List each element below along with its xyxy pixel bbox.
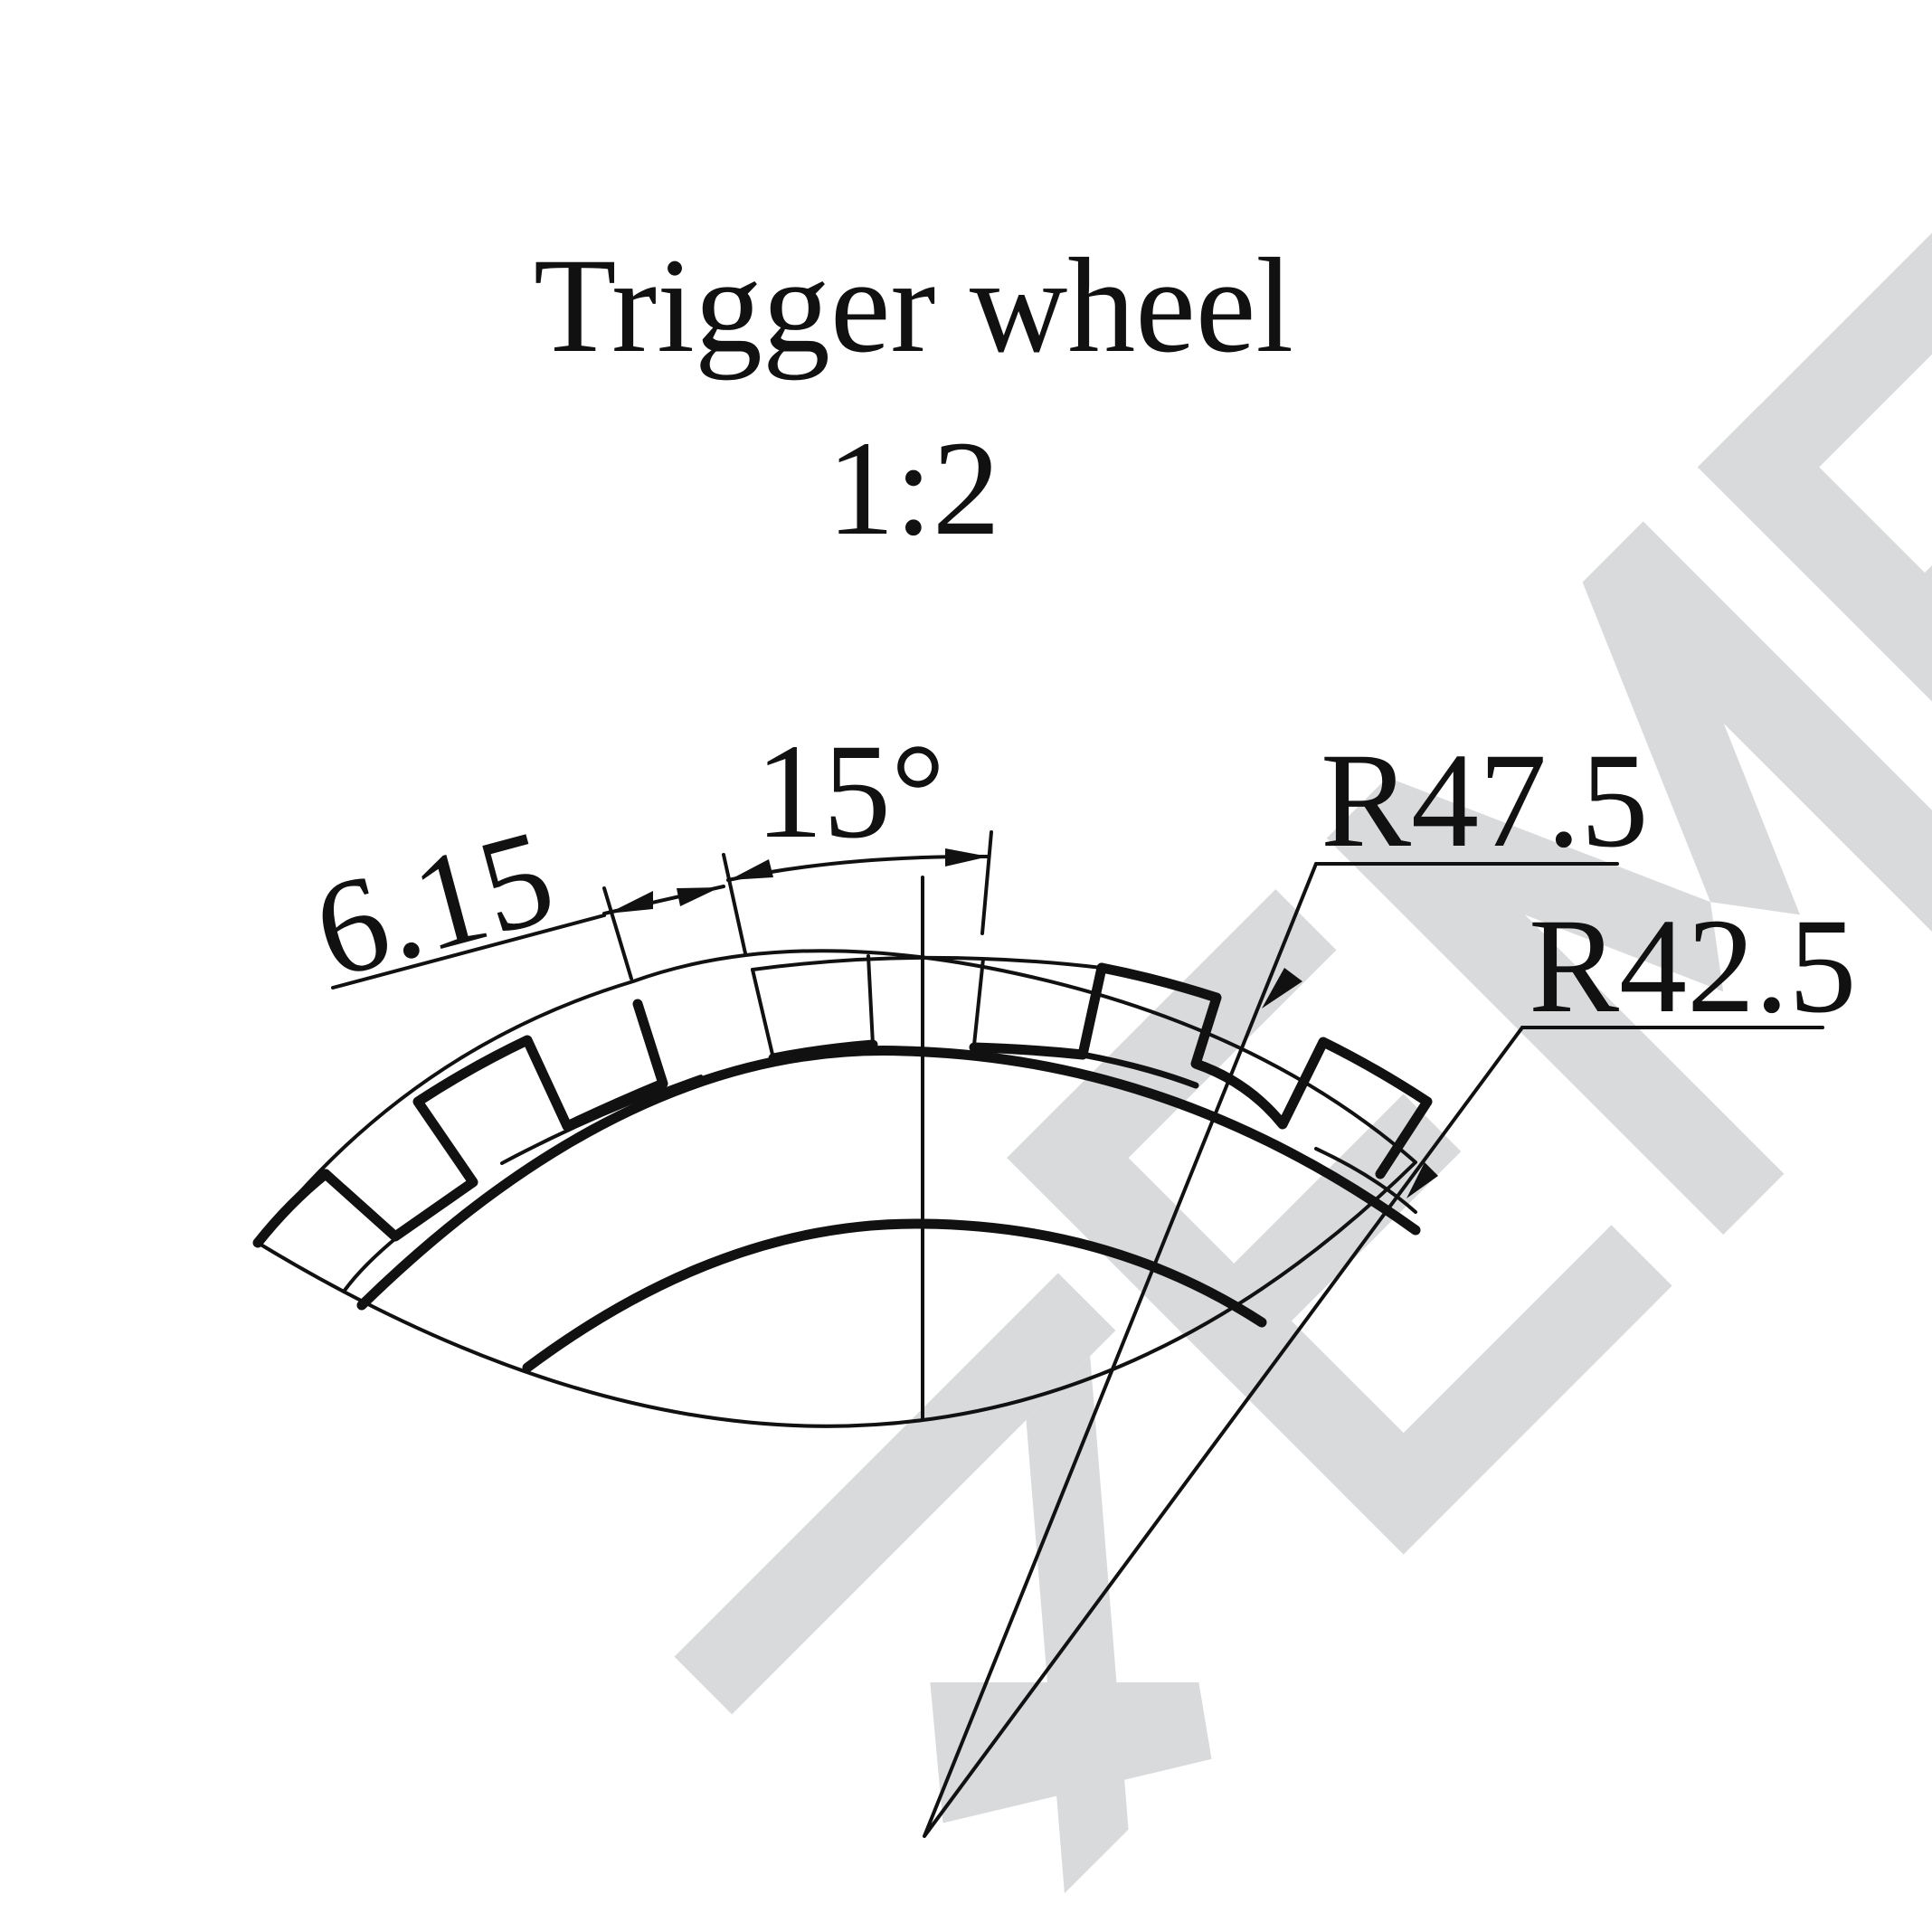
drawing-scale: 1:2: [827, 413, 1000, 564]
watermark-letter-m: [1326, 521, 1932, 1235]
tooth-width-label: 6.15: [300, 800, 569, 1007]
outer-radius-label: R47.5: [1321, 725, 1649, 876]
dimension-tooth-width: [331, 853, 747, 990]
radius-leaders: [923, 862, 1824, 1838]
watermark-letter-e-2: [1697, 198, 1932, 864]
dimension-tooth-angle: [726, 830, 993, 935]
watermark-letter-z: [674, 1273, 1212, 1894]
inner-radius-label: R42.5: [1529, 891, 1857, 1041]
drawing-title: Trigger wheel: [534, 231, 1293, 381]
watermark-logo: [674, 198, 1932, 1894]
tooth-lines-thin: [636, 954, 1103, 1087]
wheel-segment-outline: [252, 949, 1417, 1428]
tooth-angle-label: 15°: [755, 716, 945, 867]
outer-teeth: [320, 962, 1433, 1242]
